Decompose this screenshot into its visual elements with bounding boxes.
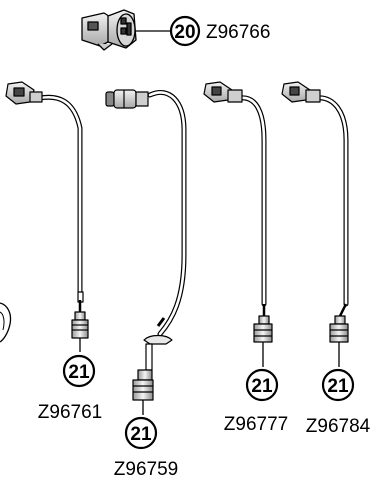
callout-circle-21-a xyxy=(62,354,96,388)
callout-number-21-b: 21 xyxy=(130,424,152,445)
part-number-z96777: Z96777 xyxy=(224,414,288,435)
part-number-z96759: Z96759 xyxy=(114,459,178,480)
part-number-z96784: Z96784 xyxy=(306,416,371,437)
partial-part-edge xyxy=(0,302,12,343)
cable-assembly-z96759 xyxy=(105,89,187,415)
callout-number-21-a: 21 xyxy=(68,362,90,383)
callout-circle-21-c xyxy=(245,368,279,402)
connector-housing-20 xyxy=(81,9,137,51)
callout-circle-21-d xyxy=(321,368,355,402)
part-number-z96766: Z96766 xyxy=(206,22,270,43)
cable-assembly-z96761 xyxy=(5,81,89,352)
callout-number-20: 20 xyxy=(174,22,195,43)
cable-assembly-z96784 xyxy=(281,81,349,367)
callout-number-21-d: 21 xyxy=(327,376,349,397)
callout-circle-20 xyxy=(169,15,201,47)
callout-circle-21-b xyxy=(124,416,158,450)
cable-assembly-z96777 xyxy=(203,81,273,367)
callout-number-21-c: 21 xyxy=(251,376,273,397)
part-number-z96761: Z96761 xyxy=(38,402,102,423)
